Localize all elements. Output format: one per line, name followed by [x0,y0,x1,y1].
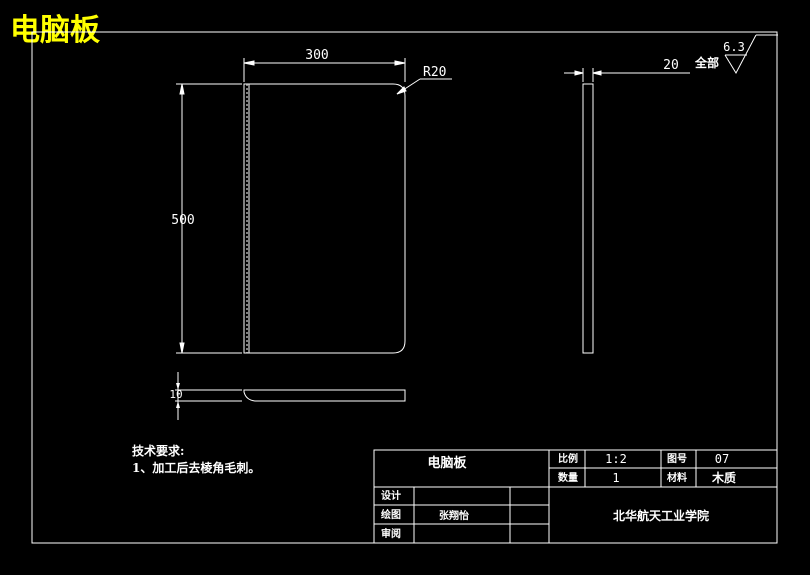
dimension-thickness [564,68,690,82]
dimension-edge-label: 10 [169,388,182,401]
edge-view [175,372,406,420]
title-block-scale-value: 1:2 [605,452,627,466]
dimension-edge-arrows [176,383,180,408]
front-view [243,83,406,354]
dimension-height-label: 500 [171,213,194,228]
title-block-scale-label: 比例 [558,452,578,465]
title-block-drawing-no-value: 07 [715,452,729,466]
title-block-school: 北华航天工业学院 [613,508,709,523]
title-block-part-name: 电脑板 [427,455,467,471]
title-block [373,449,778,544]
title-block-material-label: 材料 [667,471,687,484]
dimension-radius-label: R20 [423,65,446,80]
title-block-review-label: 审阅 [381,527,401,540]
surface-finish-symbol [724,34,778,75]
board-outline [243,83,406,354]
dimension-width-label: 300 [305,48,328,63]
surface-finish-label: 全部 [694,55,719,70]
title-block-design-label: 设计 [381,489,401,502]
title-block-drawer-name: 张翔怡 [439,509,469,522]
title-block-material-value: 木质 [711,470,736,485]
dimension-radius [396,78,452,95]
drawing-title: 电脑板 [10,13,100,48]
surface-finish-value: 6.3 [723,40,745,54]
tech-requirements-heading: 技术要求: [132,443,184,458]
dimension-width [243,58,406,82]
title-block-quantity-value: 1 [612,471,619,485]
title-block-drawing-no-label: 图号 [667,453,687,465]
dimension-thickness-label: 20 [663,58,679,73]
title-block-drawing-label: 绘图 [381,508,401,521]
tech-requirements-item: 1、加工后去棱角毛刺。 [132,460,260,475]
dimension-height [176,83,242,354]
side-view [582,83,594,354]
title-block-quantity-label: 数量 [558,471,578,484]
